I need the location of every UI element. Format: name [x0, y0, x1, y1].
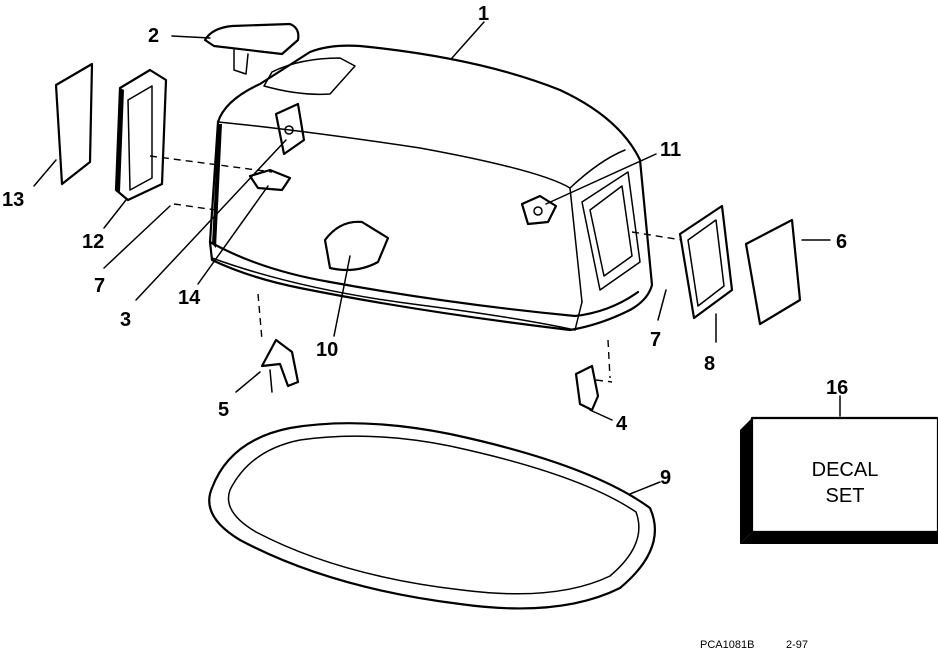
callout-4: 4 — [616, 413, 628, 435]
assembly-lines — [149, 155, 683, 383]
decal-line-2: SET — [826, 485, 865, 507]
drawing-code: PCA1081B — [700, 639, 754, 648]
handle-cap-part-2 — [203, 22, 300, 75]
engine-cover-part-1 — [208, 44, 654, 332]
callout-9: 9 — [660, 467, 671, 489]
bracket-part-12 — [114, 68, 168, 202]
clip-part-14 — [248, 168, 292, 192]
callout-11: 11 — [660, 139, 681, 161]
callout-10: 10 — [316, 339, 338, 361]
latch-part-3 — [274, 102, 306, 156]
frame-part-8 — [678, 204, 734, 320]
drawing-date: 2-97 — [786, 639, 808, 648]
callout-12: 12 — [82, 231, 104, 253]
leader-lines — [33, 21, 841, 495]
decal-line-1: DECAL — [812, 459, 879, 481]
callout-2: 2 — [148, 25, 159, 47]
grommet-part-11 — [520, 194, 558, 226]
callout-5: 5 — [218, 399, 229, 421]
gasket-part-13 — [54, 62, 94, 186]
callout-14: 14 — [178, 287, 201, 309]
callouts: 1 2 13 12 7 3 14 10 11 6 7 8 5 4 9 16 — [2, 3, 848, 489]
callout-1: 1 — [478, 3, 489, 25]
decal-set-box: DECAL SET — [740, 416, 938, 544]
bracket-part-5 — [260, 338, 300, 393]
plate-part-10 — [323, 220, 390, 272]
callout-16: 16 — [826, 377, 848, 399]
callout-13: 13 — [2, 189, 24, 211]
callout-8: 8 — [704, 353, 715, 375]
bracket-part-4 — [574, 364, 600, 412]
callout-6: 6 — [836, 231, 847, 253]
callout-7-right: 7 — [650, 329, 661, 351]
callout-7-left: 7 — [94, 275, 105, 297]
panel-part-6 — [744, 218, 802, 326]
callout-3: 3 — [120, 309, 131, 331]
seal-ring-part-9 — [208, 422, 656, 610]
